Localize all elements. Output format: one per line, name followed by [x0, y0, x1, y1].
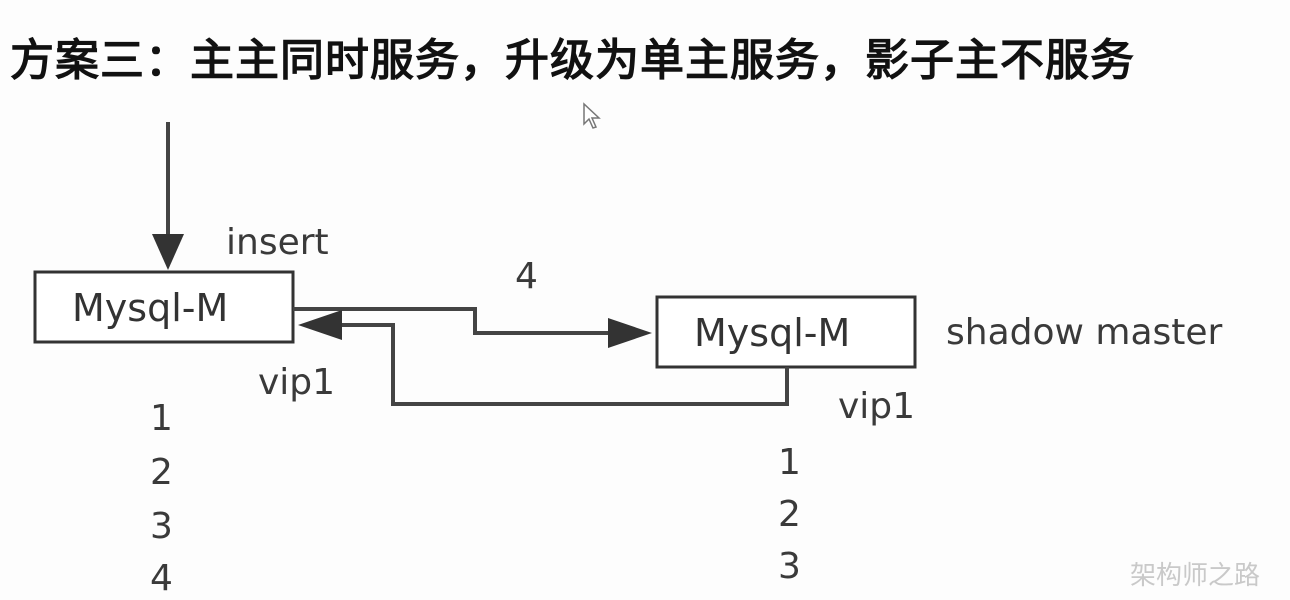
right-vip-label: vip1	[838, 386, 916, 427]
left-step-2: 2	[150, 452, 173, 493]
right-step-1: 1	[778, 442, 801, 483]
right-step-2: 2	[778, 494, 801, 535]
left-box-label: Mysql-M	[72, 286, 229, 330]
left-step-3: 3	[150, 506, 173, 547]
left-vip-label: vip1	[258, 362, 336, 403]
shadow-master-label: shadow master	[946, 312, 1223, 353]
mouse-cursor-icon	[583, 102, 601, 129]
left-step-4: 4	[150, 558, 173, 599]
return-arrowhead	[298, 310, 342, 340]
return-connector	[338, 323, 789, 406]
replication-connector	[293, 307, 612, 335]
right-step-3: 3	[778, 546, 801, 587]
left-step-1: 1	[150, 398, 173, 439]
right-box-label: Mysql-M	[694, 311, 851, 355]
sync-step-label: 4	[515, 256, 538, 297]
replication-arrowhead	[608, 318, 652, 348]
insert-label: insert	[226, 222, 329, 263]
slide-title: 方案三：主主同时服务，升级为单主服务，影子主不服务	[10, 35, 1135, 86]
insert-arrowhead	[152, 234, 184, 270]
watermark: 架构师之路	[1129, 561, 1260, 591]
left-mysql-box	[33, 270, 295, 344]
